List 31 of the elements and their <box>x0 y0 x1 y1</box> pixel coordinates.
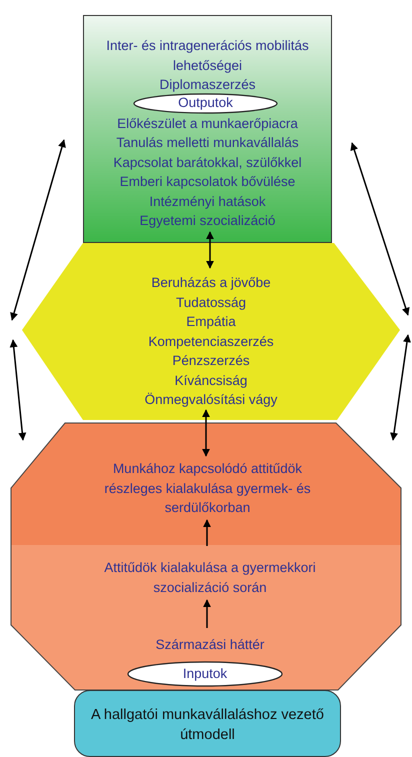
item-text: Kapcsolat barátokkal, szülőkkel <box>113 154 302 172</box>
item-text: Önmegvalósítási vágy <box>144 391 278 409</box>
item-text: Pénzszerzés <box>172 352 250 370</box>
arrow <box>390 334 411 441</box>
output-box <box>83 15 332 243</box>
item-text: Diplomaszerzés <box>159 76 256 94</box>
arrow <box>10 339 26 441</box>
arrow <box>206 231 214 269</box>
item-text: Empátia <box>186 313 236 331</box>
item-text: Munkához kapcsolódó attitűdök részleges kialakulása gyermek- és serdülőkorban <box>103 460 312 517</box>
arrow <box>203 519 211 546</box>
label-ellipse: Inputok <box>127 661 283 687</box>
title-box <box>74 690 341 757</box>
item-text: Egyetemi szocializáció <box>140 212 276 230</box>
item-text: Származási háttér <box>156 636 264 654</box>
item-text: Inter- és intragenerációs mobilitás lehetőségei <box>105 37 310 75</box>
arrow <box>10 139 66 321</box>
item-text: Kompetenciaszerzés <box>148 333 274 351</box>
item-text: Intézményi hatások <box>149 193 266 211</box>
arrow <box>203 599 211 628</box>
item-text: Beruházás a jövőbe <box>151 274 271 292</box>
arrow <box>202 409 210 457</box>
item-text: Kíváncsiság <box>174 372 248 390</box>
item-text: Tanulás melletti munkavállalás <box>116 134 299 152</box>
item-text: Attitűdök kialakulása a gyermekkori szocializáció során <box>103 559 317 596</box>
item-text: Tudatosság <box>176 294 246 312</box>
arrow <box>350 142 410 316</box>
label-ellipse: Outputok <box>133 93 278 114</box>
item-text: Emberi kapcsolatok bővülése <box>120 173 296 191</box>
title-text: A hallgatói munkavállaláshoz vezető útmodell <box>90 706 325 744</box>
item-text: Előkészület a munkaerőpiacra <box>117 115 298 133</box>
